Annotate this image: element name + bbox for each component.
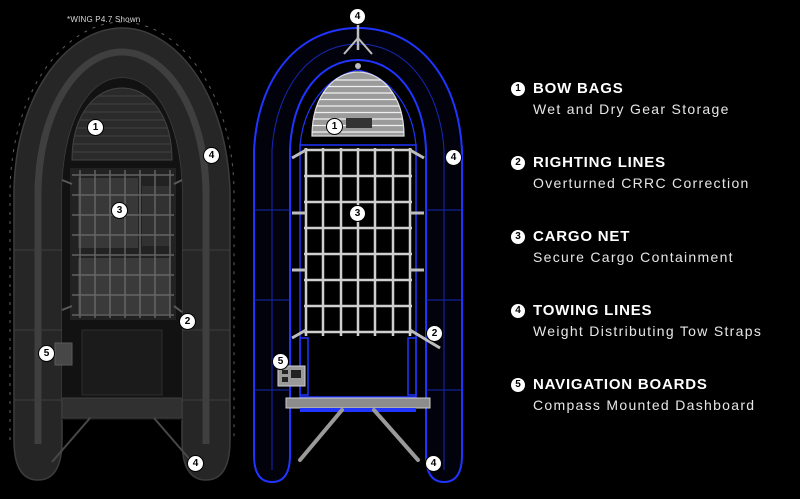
feature-number-badge: 4 bbox=[511, 304, 525, 318]
feature-title: BOW BAGS bbox=[533, 80, 624, 97]
photo-callout-towing-lines-stern: 4 bbox=[188, 456, 203, 471]
diagram-callout-bow-bags: 1 bbox=[327, 119, 342, 134]
feature-subtitle: Compass Mounted Dashboard bbox=[533, 397, 756, 413]
feature-number-badge: 5 bbox=[511, 378, 525, 392]
diagram-callout-towing-lines-side: 4 bbox=[446, 150, 461, 165]
feature-bow-bags: 1 BOW BAGS Wet and Dry Gear Storage bbox=[511, 81, 796, 121]
model-caption: *WING P4.7 Shown bbox=[67, 15, 141, 24]
diagram-righting-lines bbox=[291, 328, 441, 350]
feature-subtitle: Weight Distributing Tow Straps bbox=[533, 323, 763, 339]
photo-navigation-board bbox=[54, 342, 73, 366]
feature-navigation-boards: 5 NAVIGATION BOARDS Compass Mounted Dash… bbox=[511, 377, 796, 417]
feature-title: RIGHTING LINES bbox=[533, 154, 666, 171]
diagram-callout-towing-lines-stern: 4 bbox=[426, 456, 441, 471]
diagram-bow-bag bbox=[311, 71, 405, 137]
diagram-tube-seams bbox=[254, 209, 462, 391]
feature-number-badge: 1 bbox=[511, 82, 525, 96]
boat-photo bbox=[9, 21, 235, 481]
feature-number-badge: 3 bbox=[511, 230, 525, 244]
photo-callout-cargo-net: 3 bbox=[112, 203, 127, 218]
photo-callout-towing-lines-bow: 4 bbox=[204, 148, 219, 163]
photo-lifeline-rope bbox=[9, 21, 235, 440]
diagram-navigation-board bbox=[277, 365, 306, 387]
diagram-transom bbox=[285, 397, 431, 409]
diagram-stern-towing-lines bbox=[298, 408, 420, 462]
photo-callout-navigation-board: 5 bbox=[39, 346, 54, 361]
diagram-callout-righting-lines: 2 bbox=[427, 326, 442, 341]
diagram-callout-navigation-board: 5 bbox=[273, 354, 288, 369]
feature-subtitle: Wet and Dry Gear Storage bbox=[533, 101, 730, 117]
diagram-net-side-straps bbox=[291, 148, 425, 272]
photo-cargo-net bbox=[61, 168, 183, 320]
boat-diagram bbox=[253, 14, 463, 484]
feature-title: TOWING LINES bbox=[533, 302, 653, 319]
diagram-transom-base bbox=[300, 408, 416, 412]
diagram-bow-outline bbox=[299, 69, 417, 146]
diagram-cargo-net bbox=[304, 148, 412, 336]
photo-console bbox=[81, 329, 163, 396]
diagram-callout-cargo-net: 3 bbox=[350, 206, 365, 221]
feature-cargo-net: 3 CARGO NET Secure Cargo Containment bbox=[511, 229, 796, 269]
feature-subtitle: Overturned CRRC Correction bbox=[533, 175, 750, 191]
diagram-seat-blocks bbox=[299, 337, 417, 396]
photo-callout-righting-lines: 2 bbox=[180, 314, 195, 329]
photo-tube-seams bbox=[14, 249, 230, 401]
feature-title: NAVIGATION BOARDS bbox=[533, 376, 708, 393]
feature-title: CARGO NET bbox=[533, 228, 631, 245]
photo-transom bbox=[61, 397, 183, 419]
feature-subtitle: Secure Cargo Containment bbox=[533, 249, 734, 265]
photo-towing-lines bbox=[51, 417, 193, 463]
feature-number-badge: 2 bbox=[511, 156, 525, 170]
photo-callout-bow-bags: 1 bbox=[88, 120, 103, 135]
photo-tube-highlight bbox=[34, 48, 210, 444]
feature-righting-lines: 2 RIGHTING LINES Overturned CRRC Correct… bbox=[511, 155, 796, 195]
diagram-callout-towing-lines-top: 4 bbox=[350, 9, 365, 24]
feature-towing-lines: 4 TOWING LINES Weight Distributing Tow S… bbox=[511, 303, 796, 343]
photo-inflatable-tube bbox=[13, 27, 231, 481]
